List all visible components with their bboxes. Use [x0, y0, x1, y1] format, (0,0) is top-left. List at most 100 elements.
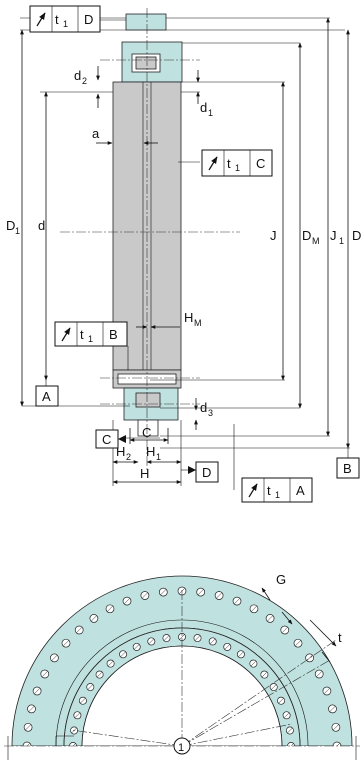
inner-bolt-hole-mark — [96, 671, 103, 678]
inner-bolt-hole-mark — [290, 743, 294, 746]
svg-text:1: 1 — [339, 236, 344, 246]
reference-circle-1: 1 — [173, 737, 191, 755]
svg-text:1: 1 — [63, 19, 68, 29]
frame-t1-c: t 1 C — [201, 149, 273, 177]
svg-text:A: A — [296, 483, 305, 498]
dim-j1: J — [330, 228, 337, 243]
outer-bolt-hole-mark — [28, 705, 35, 712]
datum-b: B — [336, 457, 360, 479]
runout-arrow-icon — [61, 327, 71, 342]
outer-bolt-hole-mark — [281, 627, 288, 633]
svg-text:t: t — [227, 156, 231, 171]
dim-c: C — [142, 425, 151, 440]
outer-bolt-hole-mark — [234, 598, 240, 605]
datum-a: A — [35, 385, 59, 407]
outer-bolt-hole — [22, 741, 32, 746]
svg-text:t: t — [267, 483, 271, 498]
inner-bolt-hole-mark — [134, 644, 140, 650]
inner-holes — [69, 633, 295, 746]
frame-t1-b: t 1 B — [54, 321, 128, 347]
datum-d: D — [188, 461, 219, 483]
dim-j: J — [270, 228, 277, 243]
dim-d-outer: D — [352, 228, 361, 243]
inner-bolt-hole-mark — [287, 727, 293, 734]
dim-h1: H — [146, 444, 155, 459]
inner-bolt-hole-mark — [210, 638, 216, 645]
svg-text:C: C — [102, 432, 111, 447]
inner-bolt-hole-mark — [80, 698, 86, 704]
dim-hm: H — [184, 310, 193, 325]
frame-t1-d: t 1 D — [29, 5, 101, 33]
outer-bolt-hole-mark — [267, 615, 274, 622]
svg-text:B: B — [343, 461, 352, 476]
inner-bolt-hole-mark — [148, 638, 154, 645]
svg-text:1: 1 — [275, 490, 280, 500]
svg-text:C: C — [256, 156, 265, 171]
inner-bolt-hole-mark — [283, 712, 290, 718]
outer-bolt-hole-mark — [323, 688, 330, 694]
svg-text:1: 1 — [235, 163, 240, 173]
datum-c: C — [95, 429, 126, 449]
dim-g: G — [276, 572, 286, 587]
inner-bolt-hole-mark — [74, 712, 81, 718]
outer-bolt-hole-mark — [141, 592, 148, 599]
dim-h2: H — [116, 444, 125, 459]
inner-bolt-hole-mark — [87, 684, 93, 690]
outer-bolt-hole — [332, 741, 342, 746]
svg-text:M: M — [194, 318, 202, 328]
upper-roller — [135, 56, 157, 70]
dim-d1: D — [6, 218, 15, 233]
outer-bolt-hole-mark — [76, 627, 83, 633]
half-ring-view — [11, 575, 353, 746]
lower-roller — [135, 392, 161, 408]
outer-bolt-hole-mark — [197, 589, 204, 596]
dim-d2: d — [74, 68, 81, 83]
outer-bolt-hole-mark — [216, 592, 223, 599]
svg-text:1: 1 — [15, 226, 20, 236]
runout-arrow-icon — [36, 12, 46, 27]
svg-text:3: 3 — [208, 408, 213, 418]
outer-bolt-hole-mark — [329, 705, 336, 712]
dim-h: H — [140, 466, 149, 481]
svg-text:D: D — [202, 465, 211, 480]
inner-bolt-hole-mark — [72, 743, 76, 746]
svg-text:M: M — [312, 236, 320, 246]
runout-arrow-icon — [248, 483, 258, 498]
outer-bolt-hole-mark — [41, 671, 48, 677]
outer-bolt-hole-mark — [107, 605, 113, 612]
outer-bolt-hole-mark — [25, 724, 32, 731]
outer-bolt-hole-mark — [34, 688, 41, 694]
inner-bolt-hole — [69, 742, 77, 746]
svg-text:A: A — [42, 389, 51, 404]
outer-bolt-hole-mark — [316, 671, 323, 677]
dim-d3: d — [200, 400, 207, 415]
inner-bolt-hole-mark — [271, 684, 277, 690]
outer-bolt-hole-mark — [124, 598, 130, 605]
outer-bolt-hole-mark — [63, 640, 69, 647]
outer-bolt-hole-mark — [251, 605, 257, 612]
outer-bolt-hole-mark — [160, 589, 167, 596]
svg-text:t: t — [55, 12, 59, 27]
svg-text:B: B — [109, 327, 118, 342]
dim-dm: D — [302, 228, 311, 243]
svg-text:1: 1 — [178, 742, 184, 754]
inner-bolt-hole-mark — [107, 660, 114, 667]
inner-bolt-hole-mark — [120, 651, 126, 657]
inner-bolt-hole-mark — [278, 698, 284, 704]
outer-bolt-hole-mark — [332, 724, 339, 731]
inner-bolt-hole-mark — [250, 660, 257, 667]
runout-arrow-icon — [208, 156, 218, 171]
inner-bolt-hole-mark — [238, 651, 244, 657]
dim-d: d — [38, 218, 45, 233]
svg-text:2: 2 — [126, 452, 131, 462]
upper-housing-top — [125, 13, 167, 31]
outer-bolt-hole-mark — [336, 743, 340, 746]
dim-d1-small: d — [200, 100, 207, 115]
outer-holes — [22, 586, 342, 746]
svg-text:1: 1 — [88, 334, 93, 344]
inner-bolt-hole-mark — [179, 634, 185, 640]
svg-text:1: 1 — [156, 452, 161, 462]
outer-bolt-hole-mark — [26, 743, 30, 746]
outer-bolt-hole-mark — [51, 654, 58, 661]
